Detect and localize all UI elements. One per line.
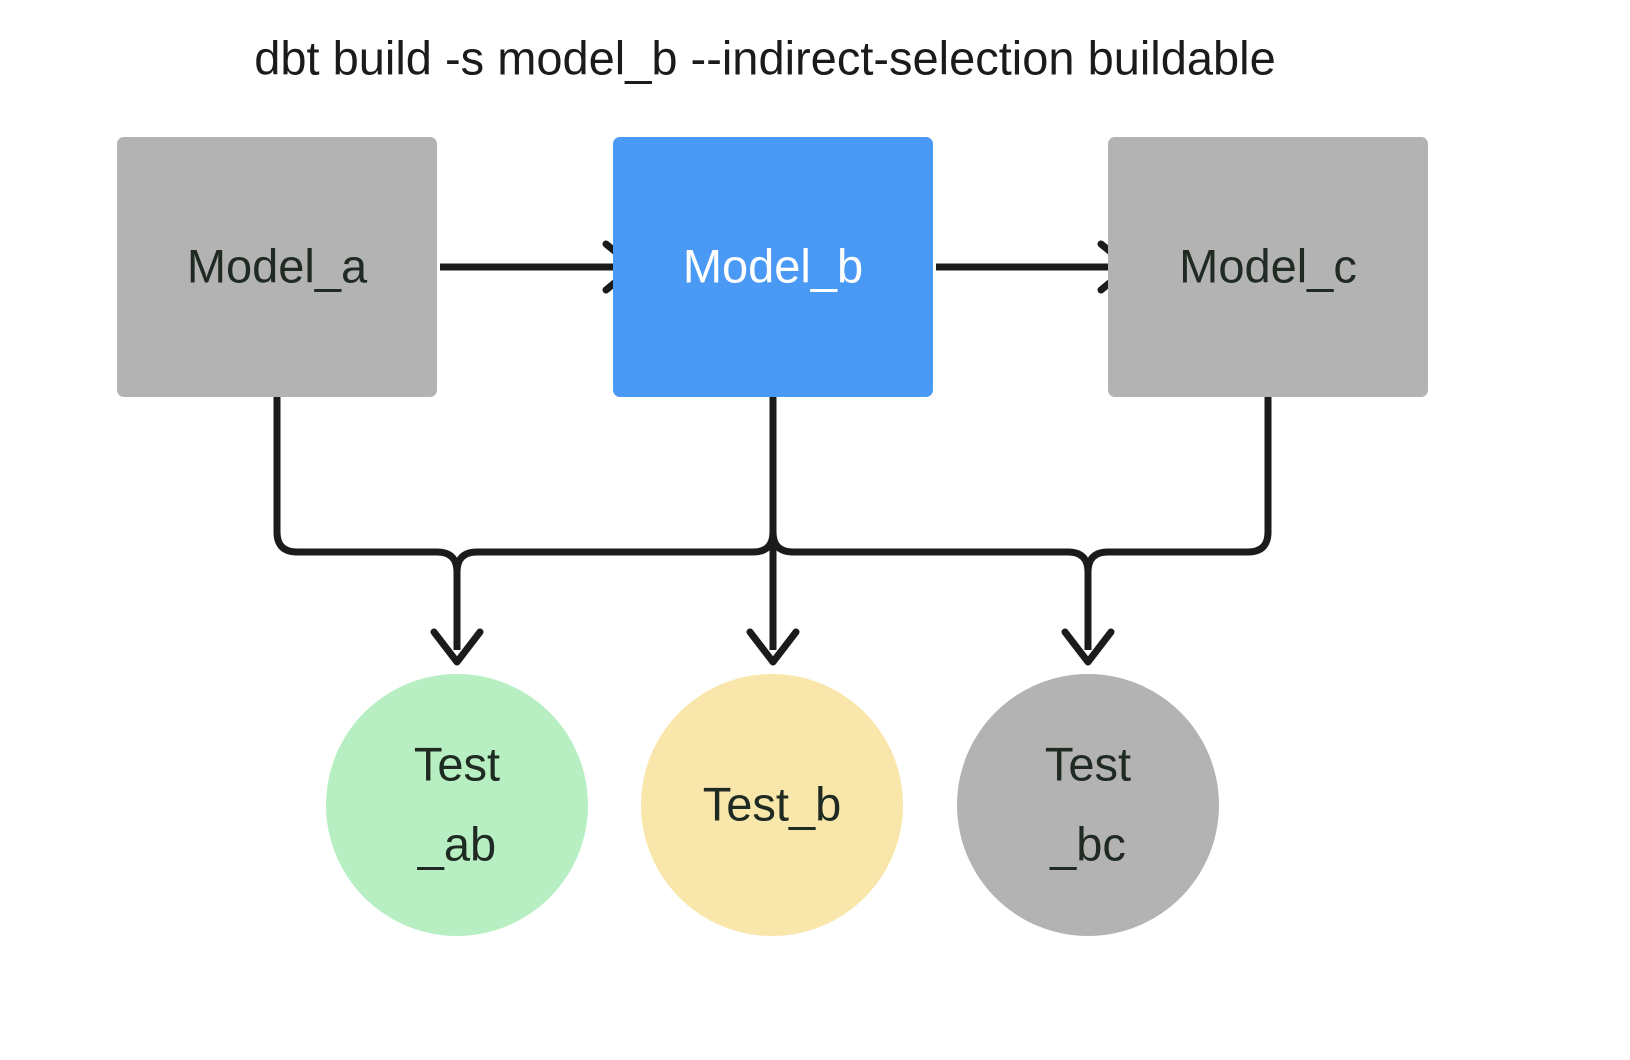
test-bc-label-line1: Test xyxy=(1045,737,1131,790)
edge-model-c-to-test-bc xyxy=(1084,397,1272,573)
edge-line xyxy=(453,397,777,573)
model-b-label: Model_b xyxy=(683,239,863,292)
test-node-test-b[interactable]: Test_b xyxy=(641,674,903,936)
test-bc-label-line2: _bc xyxy=(1049,817,1126,870)
edge-model-b-to-test-ab xyxy=(453,397,777,573)
edge-line xyxy=(769,397,1092,650)
edge-model-a-to-model-b xyxy=(440,240,638,294)
edge-line xyxy=(273,397,461,650)
edge-line xyxy=(1084,397,1272,573)
model-a-box[interactable] xyxy=(117,137,437,397)
arrow-head-icon xyxy=(430,628,484,666)
test-node-test-ab[interactable]: Test _ab xyxy=(326,674,588,936)
edge-model-a-to-test-ab xyxy=(273,397,484,666)
edge-model-b-to-model-c xyxy=(936,240,1133,294)
test-ab-label-line2: _ab xyxy=(417,817,496,870)
test-b-circle[interactable] xyxy=(641,674,903,936)
model-node-model-b[interactable]: Model_b xyxy=(613,137,933,397)
arrow-head-icon xyxy=(1061,628,1115,666)
model-node-model-a[interactable]: Model_a xyxy=(117,137,437,397)
model-node-model-c[interactable]: Model_c xyxy=(1108,137,1428,397)
diagram-title: dbt build -s model_b --indirect-selectio… xyxy=(254,31,1276,84)
test-b-label-line1: Test_b xyxy=(703,777,841,830)
test-ab-circle[interactable] xyxy=(326,674,588,936)
edge-layer xyxy=(273,240,1272,666)
test-node-test-bc[interactable]: Test _bc xyxy=(957,674,1219,936)
model-c-label: Model_c xyxy=(1179,239,1357,292)
arrow-head-icon xyxy=(746,628,800,666)
test-ab-label-line1: Test xyxy=(414,737,500,790)
model-c-box[interactable] xyxy=(1108,137,1428,397)
edge-model-b-to-test-bc xyxy=(769,397,1115,666)
test-bc-circle[interactable] xyxy=(957,674,1219,936)
model-a-label: Model_a xyxy=(187,239,368,292)
model-b-box[interactable] xyxy=(613,137,933,397)
